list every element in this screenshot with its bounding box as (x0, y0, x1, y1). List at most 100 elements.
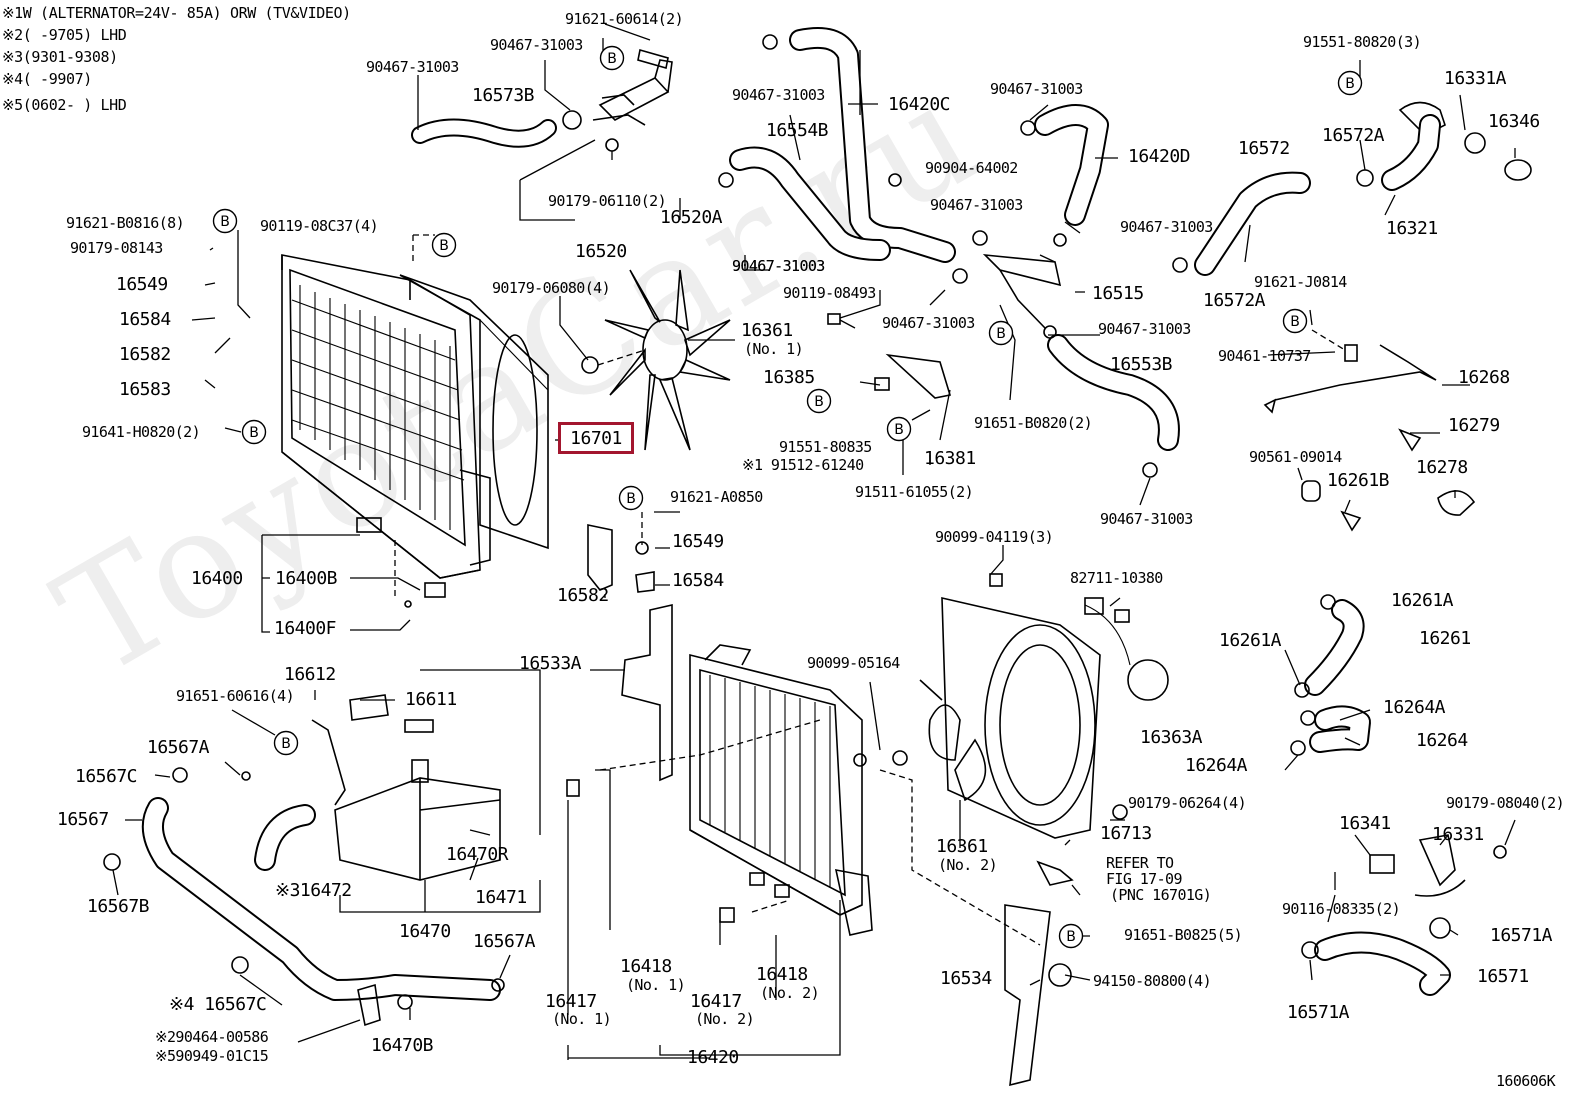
part-label[interactable]: 90179-08143 (70, 239, 163, 257)
part-label[interactable]: 90119-08C37(4) (260, 217, 379, 235)
part-label[interactable]: 16420D (1128, 146, 1191, 167)
part-label[interactable]: 16470 (399, 921, 451, 942)
part-label[interactable]: 16417 (545, 991, 597, 1012)
part-label[interactable]: 16331A (1444, 68, 1507, 89)
part-label[interactable]: 90119-08493 (783, 284, 876, 302)
part-label[interactable]: 91551-80835 (779, 438, 872, 456)
part-label[interactable]: 16385 (763, 367, 815, 388)
part-label[interactable]: 16471 (475, 887, 527, 908)
part-label[interactable]: 16713 (1100, 823, 1152, 844)
part-label[interactable]: 90467-31003 (1098, 320, 1191, 338)
part-label[interactable]: 16341 (1339, 813, 1391, 834)
part-label[interactable]: 91651-B0825(5) (1124, 926, 1243, 944)
part-label[interactable]: 91621-A0850 (670, 488, 763, 506)
part-label[interactable]: 16612 (284, 664, 336, 685)
part-label[interactable]: 16582 (119, 344, 171, 365)
part-label[interactable]: 16534 (940, 968, 992, 989)
part-label[interactable]: 90179-06080(4) (492, 279, 611, 297)
part-label[interactable]: 16331 (1432, 824, 1484, 845)
part-label[interactable]: 90116-08335(2) (1282, 900, 1401, 918)
part-label[interactable]: 16268 (1458, 367, 1510, 388)
part-label[interactable]: 16549 (672, 531, 724, 552)
part-label[interactable]: 16567A (473, 931, 536, 952)
part-label[interactable]: 16261B (1327, 470, 1390, 491)
part-label[interactable]: 16611 (405, 689, 457, 710)
part-label[interactable]: 90099-05164 (807, 654, 900, 672)
part-label[interactable]: 90099-04119(3) (935, 528, 1054, 546)
part-label[interactable]: 16261A (1219, 630, 1282, 651)
part-label[interactable]: 16363A (1140, 727, 1203, 748)
part-label[interactable]: 90467-31003 (1120, 218, 1213, 236)
part-label[interactable]: 90467-31003 (732, 257, 825, 275)
part-label[interactable]: 16520 (575, 241, 627, 262)
part-label[interactable]: 16549 (116, 274, 168, 295)
highlighted-part-16701[interactable]: 16701 (558, 422, 634, 454)
part-label[interactable]: 90467-31003 (990, 80, 1083, 98)
part-label[interactable]: 16470B (371, 1035, 434, 1056)
part-label[interactable]: 16400B (275, 568, 338, 589)
part-label[interactable]: 16567 (57, 809, 109, 830)
part-label[interactable]: 90179-08040(2) (1446, 794, 1565, 812)
part-label[interactable]: 91651-60616(4) (176, 687, 295, 705)
part-label[interactable]: 94150-80800(4) (1093, 972, 1212, 990)
part-label[interactable]: 16571A (1287, 1002, 1350, 1023)
part-label[interactable]: 16346 (1488, 111, 1540, 132)
part-label[interactable]: 90467-31003 (732, 86, 825, 104)
part-label[interactable]: 82711-10380 (1070, 569, 1163, 587)
part-label[interactable]: 90179-06110(2) (548, 192, 667, 210)
part-label[interactable]: 90461-10737 (1218, 347, 1311, 365)
part-label[interactable]: 16567B (87, 896, 150, 917)
part-label[interactable]: 16264A (1185, 755, 1248, 776)
part-label[interactable]: 90467-31003 (1100, 510, 1193, 528)
part-label[interactable]: 91511-61055(2) (855, 483, 974, 501)
part-label[interactable]: 16278 (1416, 457, 1468, 478)
part-label[interactable]: ※1 91512-61240 (742, 456, 864, 474)
part-label[interactable]: 16572 (1238, 138, 1290, 159)
part-label[interactable]: 16520A (660, 207, 723, 228)
part-label[interactable]: ※290464-00586 (155, 1028, 269, 1046)
part-label[interactable]: 16417 (690, 991, 742, 1012)
part-label[interactable]: 91621-B0816(8) (66, 214, 185, 232)
part-label[interactable]: 90561-09014 (1249, 448, 1342, 466)
part-label[interactable]: 16264A (1383, 697, 1446, 718)
part-label[interactable]: 16571A (1490, 925, 1553, 946)
part-label[interactable]: 16420C (888, 94, 951, 115)
part-label[interactable]: 16470R (446, 844, 509, 865)
part-label[interactable]: 90904-64002 (925, 159, 1018, 177)
part-label[interactable]: 90467-31003 (930, 196, 1023, 214)
part-label[interactable]: 90179-06264(4) (1128, 794, 1247, 812)
part-label[interactable]: 16567A (147, 737, 210, 758)
part-label[interactable]: 16261 (1419, 628, 1471, 649)
part-label[interactable]: 91551-80820(3) (1303, 33, 1422, 51)
part-label[interactable]: 16381 (924, 448, 976, 469)
part-label[interactable]: 16583 (119, 379, 171, 400)
part-label[interactable]: 16264 (1416, 730, 1468, 751)
part-label[interactable]: 90467-31003 (732, 257, 825, 275)
part-label[interactable]: 16400F (274, 618, 337, 639)
part-label[interactable]: 90467-31003 (366, 58, 459, 76)
part-label[interactable]: 16572A (1203, 290, 1266, 311)
part-label[interactable]: 16261A (1391, 590, 1454, 611)
part-label[interactable]: ※4 16567C (169, 994, 267, 1015)
part-label[interactable]: 16582 (557, 585, 609, 606)
part-label[interactable]: 91641-H0820(2) (82, 423, 201, 441)
part-label[interactable]: 91621-60614(2) (565, 10, 684, 28)
part-label[interactable]: 16515 (1092, 283, 1144, 304)
part-label[interactable]: 16567C (75, 766, 138, 787)
part-label[interactable]: 16573B (472, 85, 535, 106)
part-label[interactable]: 91621-J0814 (1254, 273, 1347, 291)
part-label[interactable]: 16400 (191, 568, 243, 589)
part-label[interactable]: ※316472 (275, 880, 352, 901)
part-label[interactable]: 16584 (119, 309, 171, 330)
part-label[interactable]: 16361 (936, 836, 988, 857)
part-label[interactable]: 16418 (620, 956, 672, 977)
part-label[interactable]: 91651-B0820(2) (974, 414, 1093, 432)
part-label[interactable]: 16361 (741, 320, 793, 341)
part-label[interactable]: 16571 (1477, 966, 1529, 987)
part-label[interactable]: 16572A (1322, 125, 1385, 146)
part-label[interactable]: 90467-31003 (490, 36, 583, 54)
part-label[interactable]: 16420 (687, 1047, 739, 1068)
part-label[interactable]: 16321 (1386, 218, 1438, 239)
part-label[interactable]: 16533A (519, 653, 582, 674)
part-label[interactable]: 16553B (1110, 354, 1173, 375)
